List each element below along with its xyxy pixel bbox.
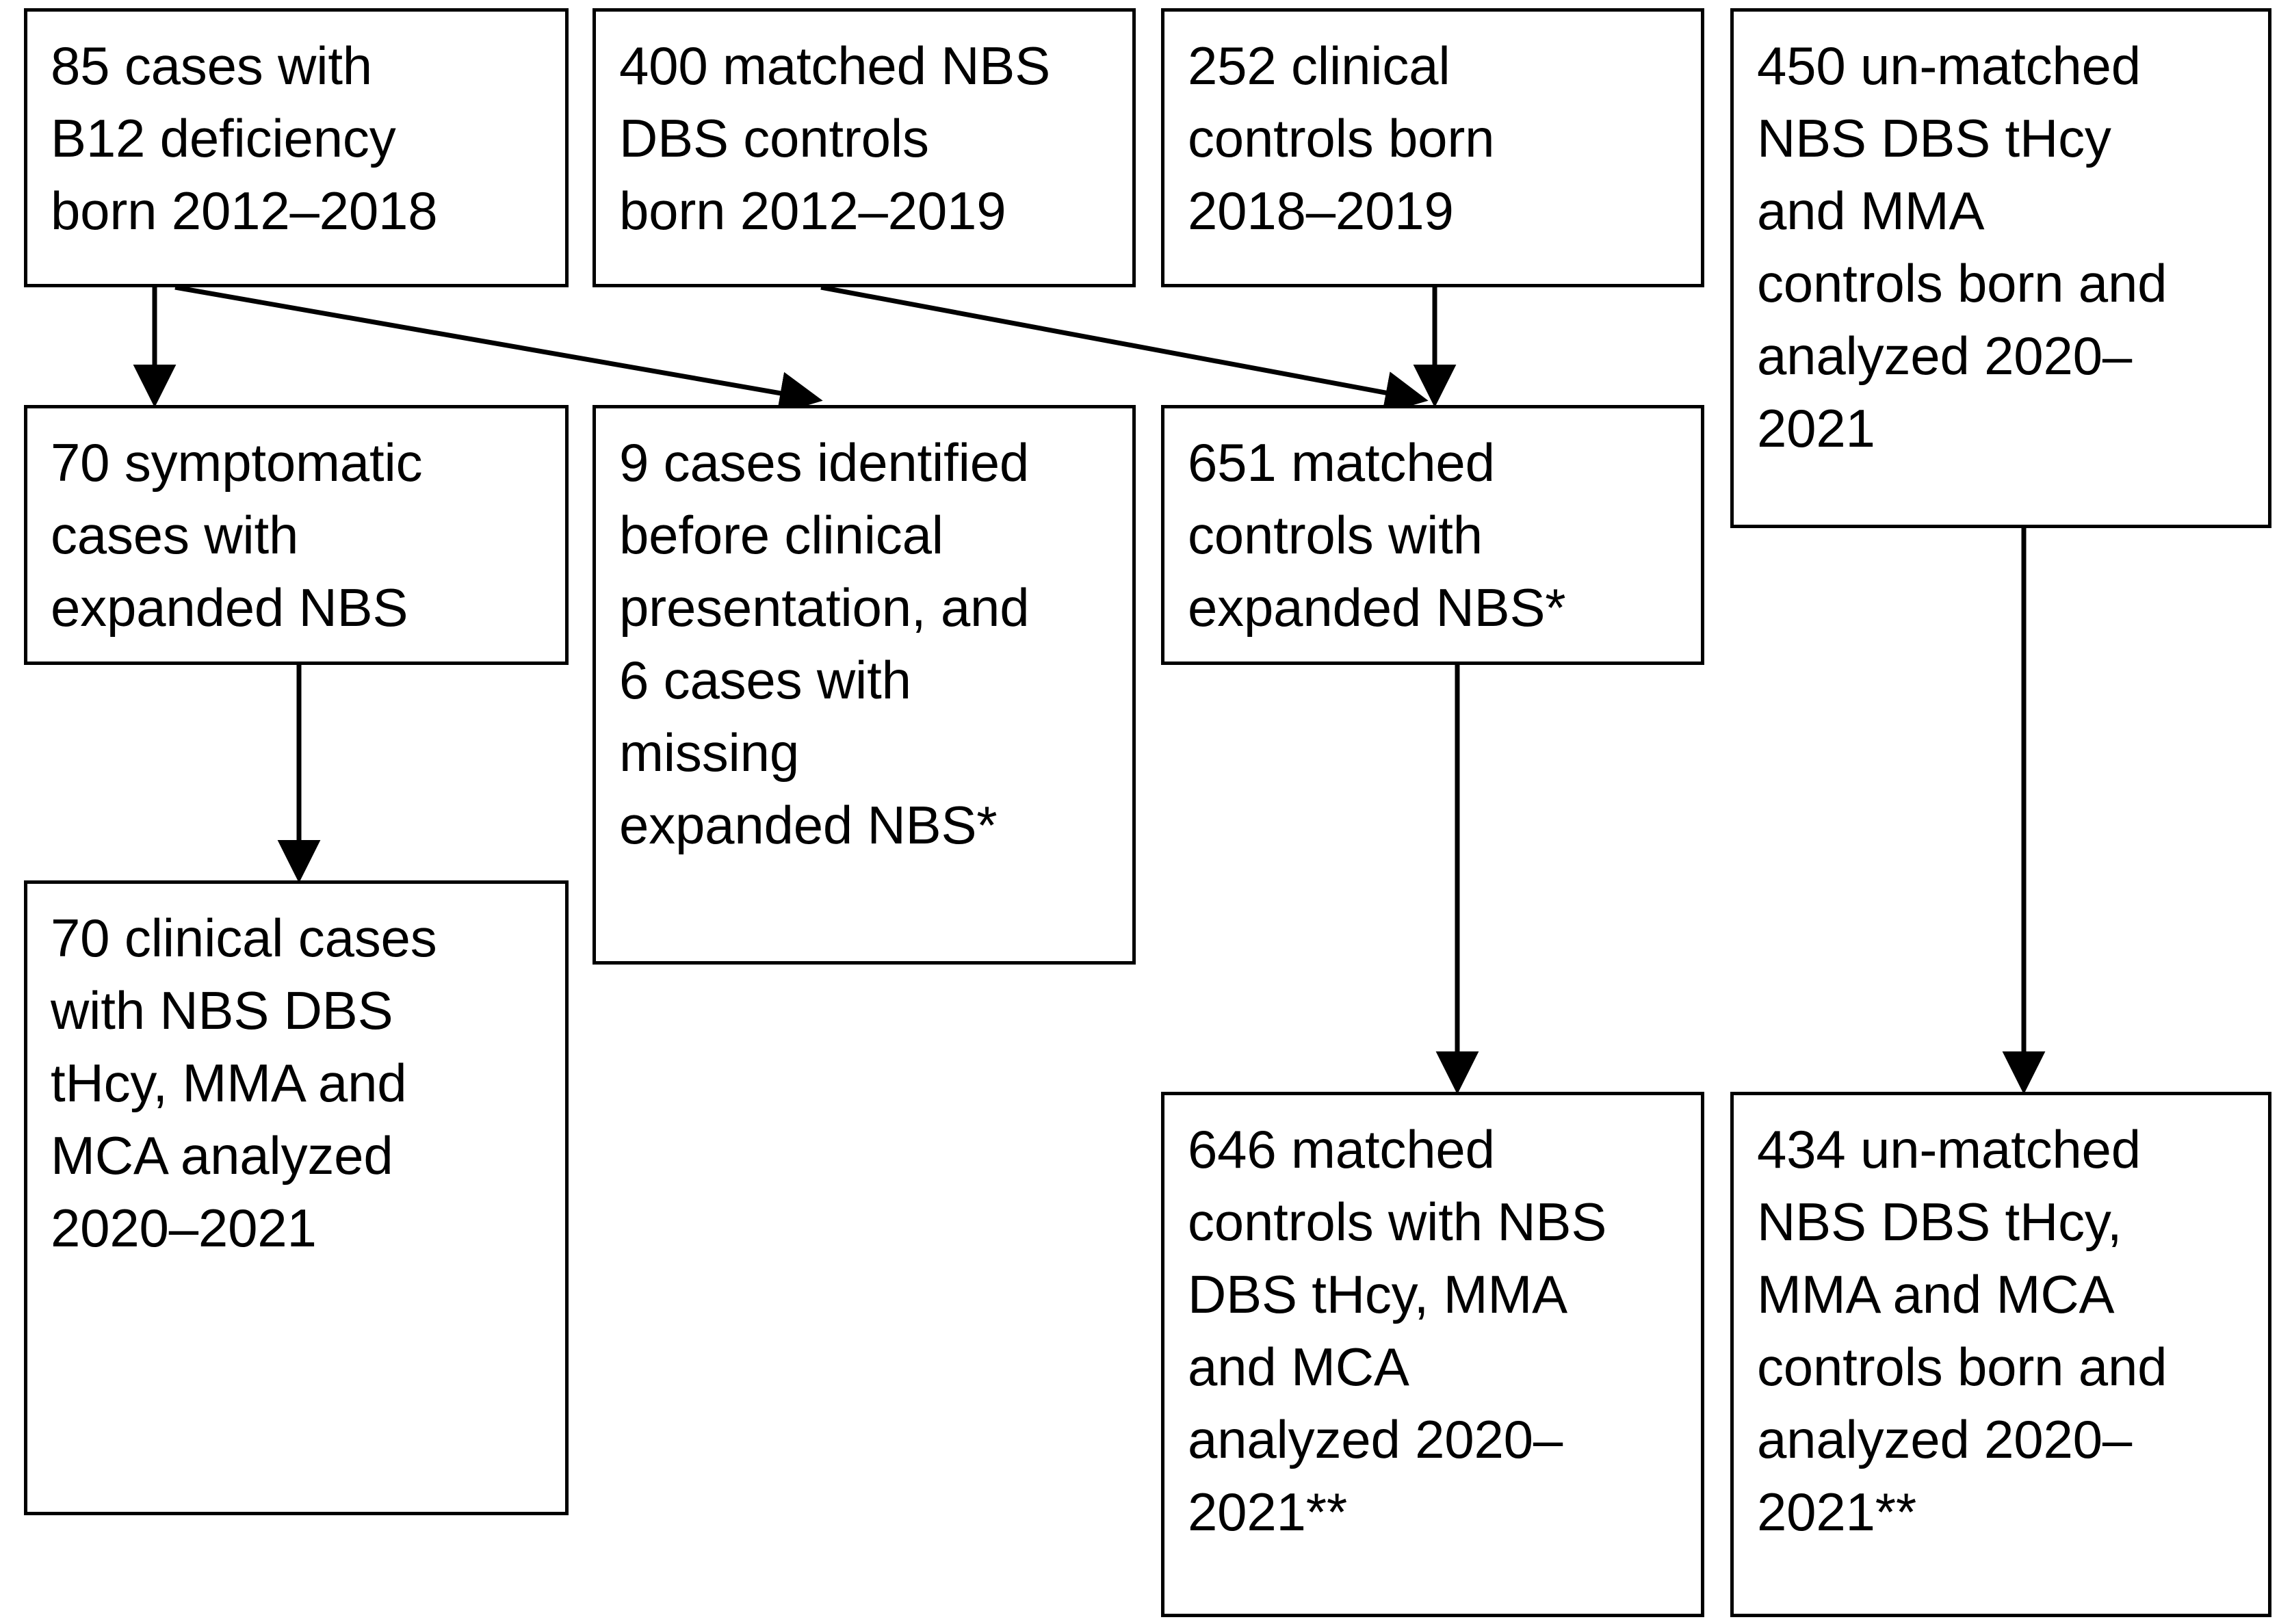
edge-matched-nbs-to-matched-controls xyxy=(820,285,1429,415)
node-clinical-controls: 252 clinical controls born 2018–2019 xyxy=(1161,8,1704,287)
node-identified-before-presentation: 9 cases identified before clinical prese… xyxy=(592,405,1136,965)
node-cases-label: 85 cases with B12 deficiency born 2012–2… xyxy=(51,36,438,241)
node-clinical-controls-label: 252 clinical controls born 2018–2019 xyxy=(1188,36,1495,241)
node-matched-controls-label: 651 matched controls with expanded NBS* xyxy=(1188,432,1566,638)
node-clinical-cases-label: 70 clinical cases with NBS DBS tHcy, MMA… xyxy=(51,908,437,1259)
node-unmatched-434-label: 434 un-matched NBS DBS tHcy, MMA and MCA… xyxy=(1757,1119,2167,1543)
node-matched-nbs-label: 400 matched NBS DBS controls born 2012–2… xyxy=(619,36,1051,241)
node-identified-label: 9 cases identified before clinical prese… xyxy=(619,432,1030,856)
node-cases-b12-deficiency: 85 cases with B12 deficiency born 2012–2… xyxy=(24,8,569,287)
node-matched-controls-expanded-nbs: 651 matched controls with expanded NBS* xyxy=(1161,405,1704,665)
node-symptomatic-cases: 70 symptomatic cases with expanded NBS xyxy=(24,405,569,665)
node-clinical-cases-analyzed: 70 clinical cases with NBS DBS tHcy, MMA… xyxy=(24,880,569,1515)
node-matched-controls-analyzed: 646 matched controls with NBS DBS tHcy, … xyxy=(1161,1092,1704,1617)
node-matched-646-label: 646 matched controls with NBS DBS tHcy, … xyxy=(1188,1119,1607,1543)
node-matched-nbs-dbs-controls: 400 matched NBS DBS controls born 2012–2… xyxy=(592,8,1136,287)
node-symptomatic-label: 70 symptomatic cases with expanded NBS xyxy=(51,432,423,638)
edge-cases-to-identified xyxy=(174,285,823,415)
node-unmatched-nbs-label: 450 un-matched NBS DBS tHcy and MMA cont… xyxy=(1757,36,2167,459)
node-unmatched-nbs-controls: 450 un-matched NBS DBS tHcy and MMA cont… xyxy=(1730,8,2271,528)
node-unmatched-controls-analyzed: 434 un-matched NBS DBS tHcy, MMA and MCA… xyxy=(1730,1092,2271,1617)
